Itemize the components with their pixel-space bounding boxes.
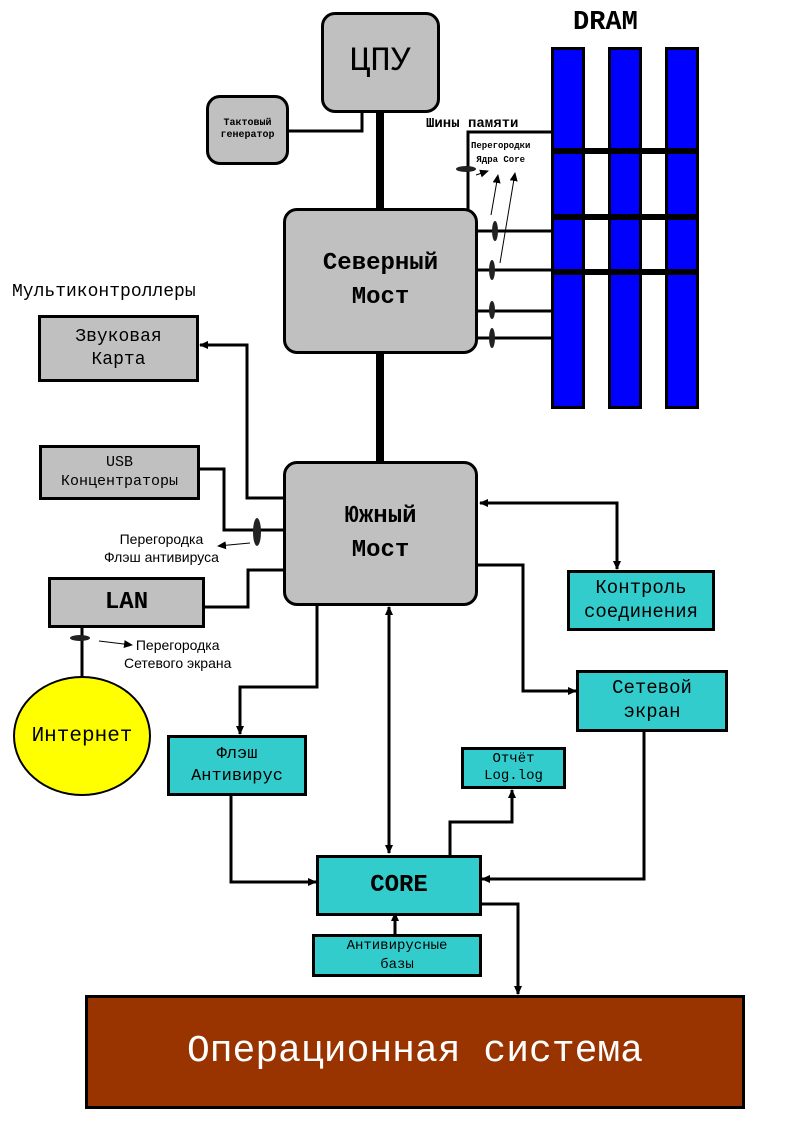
core-partitions-label: Перегородки Ядра Core <box>471 139 530 167</box>
connection-control-label-line-2: соединения <box>583 600 699 623</box>
flash-partition-label-line-2: Флэш антивируса <box>104 549 219 565</box>
core-partition-blob-4 <box>489 301 495 319</box>
southbridge-flash-line <box>236 604 319 735</box>
usb-label-line-1: USB <box>105 453 133 471</box>
dram-module-1 <box>551 47 585 409</box>
core-partition-blob-1 <box>456 166 476 172</box>
firewall-core-line <box>481 732 646 883</box>
flash-antivirus-label-line-2: Антивирус <box>191 766 283 786</box>
firewall-label-line-1: Сетевой <box>612 677 692 700</box>
log-report-node[interactable]: Отчёт Log.log <box>461 747 566 789</box>
southbridge-connection-control-line <box>479 499 619 568</box>
firewall-label-line-2: экран <box>623 701 681 723</box>
partition-arrow-1 <box>490 174 501 216</box>
south-bridge-label-line-1: Южный <box>344 502 417 530</box>
south-bridge-label-line-2: Мост <box>351 536 410 564</box>
firewall-partition-label-line-1: Перегородка <box>135 637 220 653</box>
log-report-label-line-2: Log.log <box>484 768 543 784</box>
core-partition-blob-5 <box>489 328 495 348</box>
partition-arrow-3 <box>475 169 489 178</box>
internet-node[interactable]: Интернет <box>13 676 151 796</box>
core-os-line <box>481 902 522 995</box>
multicontrollers-label: Мультиконтроллеры <box>12 282 196 302</box>
flash-core-line <box>229 795 317 886</box>
sound-card-label-line-1: Звуковая <box>75 327 162 347</box>
memory-bus-row-1 <box>553 148 698 154</box>
firewall-node[interactable]: Сетевой экран <box>576 670 728 732</box>
clock-cpu-line <box>288 112 364 133</box>
antivirus-db-label-line-1: Антивирусные <box>346 938 448 955</box>
lan-southbridge-line <box>204 568 284 609</box>
flash-antivirus-label-line-1: Флэш <box>216 745 258 765</box>
dram-title: DRAM <box>573 8 638 38</box>
connection-control-label-line-1: Контроль <box>595 576 687 599</box>
cpu-label: ЦПУ <box>349 43 412 82</box>
usb-label-line-2: Концентраторы <box>60 472 179 490</box>
connection-control-node[interactable]: Контроль соединения <box>567 570 715 631</box>
core-node[interactable]: CORE <box>316 855 482 916</box>
operating-system-node[interactable]: Операционная система <box>85 995 745 1109</box>
internet-label: Интернет <box>31 724 133 748</box>
flash-partition-blob <box>253 518 261 546</box>
memory-bus-row-2 <box>553 214 698 220</box>
os-label: Операционная система <box>186 1030 644 1074</box>
south-bridge-node[interactable]: Южный Мост <box>283 461 478 606</box>
dram-module-2 <box>608 47 642 409</box>
log-report-label-line-1: Отчёт <box>492 751 535 768</box>
north-bridge-label-line-2: Мост <box>351 284 410 311</box>
sound-card-label-line-2: Карта <box>91 349 146 370</box>
core-partitions-label-line-1: Перегородки <box>471 141 531 151</box>
southbridge-sound-line <box>199 341 284 500</box>
firewall-partition-blob <box>70 635 90 641</box>
core-label: CORE <box>370 871 428 899</box>
flash-partition-label-line-1: Перегородка <box>119 531 204 547</box>
clock-label-line-2: генератор <box>220 130 275 141</box>
antivirus-db-node[interactable]: Антивирусные базы <box>312 934 482 977</box>
lan-node[interactable]: LAN <box>48 577 205 628</box>
cpu-node[interactable]: ЦПУ <box>321 12 440 113</box>
antivirus-db-label-line-2: базы <box>380 956 414 973</box>
southbridge-firewall-line <box>476 563 577 695</box>
memory-bus-row-3 <box>551 269 698 275</box>
core-partitions-label-line-2: Ядра Core <box>476 155 526 165</box>
firewall-partition-label: Перегородка Сетевого экрана <box>124 636 231 672</box>
north-bridge-label-line-1: Северный <box>322 250 439 278</box>
dram-module-3 <box>665 47 699 409</box>
clock-generator-node[interactable]: Тактовый генератор <box>206 95 289 165</box>
core-log-line <box>448 789 516 856</box>
flash-partition-label: Перегородка Флэш антивируса <box>104 530 219 566</box>
memory-bus-line <box>466 130 553 210</box>
north-bridge-node[interactable]: Северный Мост <box>283 208 478 354</box>
sound-card-node[interactable]: Звуковая Карта <box>38 315 199 382</box>
lan-label: LAN <box>104 588 149 616</box>
firewall-partition-label-line-2: Сетевого экрана <box>124 655 232 671</box>
core-partition-blob-2 <box>492 221 498 241</box>
flash-partition-arrow <box>217 541 251 550</box>
usb-hubs-node[interactable]: USB Концентраторы <box>39 445 200 500</box>
partition-arrow-2 <box>499 172 518 264</box>
flash-antivirus-node[interactable]: Флэш Антивирус <box>167 735 307 796</box>
core-partition-blob-3 <box>489 260 495 280</box>
clock-label-line-1: Тактовый <box>223 117 272 129</box>
firewall-partition-arrow <box>98 640 133 649</box>
memory-bus-label: Шины памяти <box>426 116 519 132</box>
